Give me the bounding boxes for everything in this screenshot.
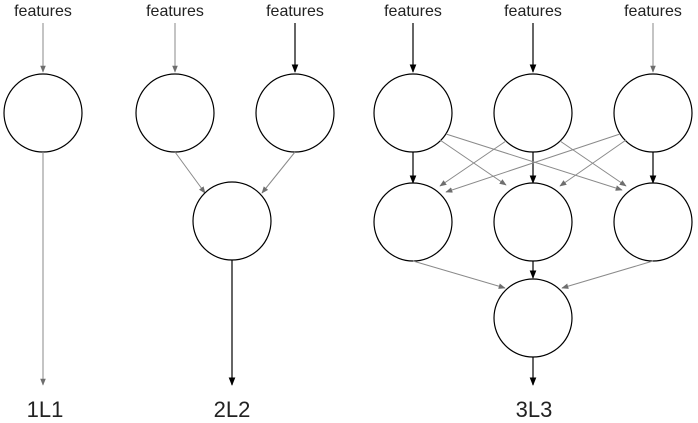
- hidden-node: [135, 73, 215, 153]
- network-label: 3L3: [516, 397, 553, 422]
- network-label: 1L1: [27, 397, 64, 422]
- hidden-edge: [174, 151, 206, 194]
- input-label: features: [266, 3, 324, 20]
- hidden-node: [3, 73, 83, 153]
- input-label: features: [14, 3, 72, 20]
- hidden-node: [493, 73, 573, 153]
- network-3l3: features features features 3L3: [373, 3, 693, 422]
- hidden-edge: [445, 133, 621, 193]
- hidden-node: [613, 182, 693, 262]
- output-node: [493, 278, 573, 358]
- input-label: features: [384, 3, 442, 20]
- input-label: features: [504, 3, 562, 20]
- hidden-edge: [445, 133, 623, 191]
- hidden-edge: [559, 139, 627, 187]
- hidden-edge: [439, 140, 507, 187]
- input-label: features: [146, 3, 204, 20]
- hidden-edge: [261, 151, 296, 194]
- input-label: features: [624, 3, 682, 20]
- hidden-node: [373, 182, 453, 262]
- network-2l2: features features 2L2: [135, 3, 335, 422]
- hidden-node: [493, 182, 573, 262]
- hidden-edge: [439, 139, 507, 186]
- network-1l1: features 1L1: [3, 3, 83, 422]
- hidden-edge: [412, 260, 506, 289]
- output-node: [192, 181, 272, 261]
- hidden-edge: [561, 260, 654, 289]
- network-label: 2L2: [214, 397, 251, 422]
- hidden-node: [255, 73, 335, 153]
